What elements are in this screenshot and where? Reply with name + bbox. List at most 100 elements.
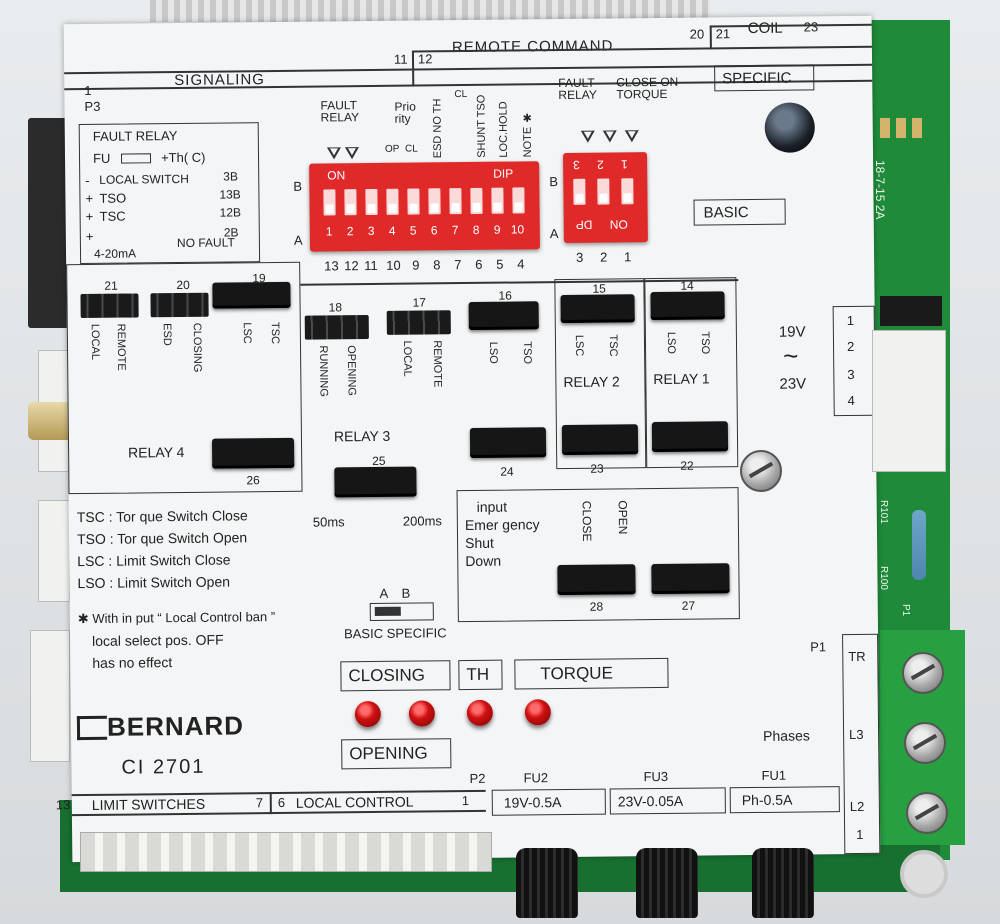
brand-logo: BERNARD bbox=[106, 710, 245, 742]
terminal-screw-2[interactable] bbox=[904, 722, 946, 764]
dip-left-switch-3[interactable] bbox=[365, 188, 378, 216]
dip-right-switch-3[interactable] bbox=[573, 178, 586, 205]
plus-2: + bbox=[85, 208, 94, 224]
dip-right-dp: DP bbox=[575, 217, 593, 232]
jumper-28[interactable] bbox=[557, 564, 636, 596]
terminal-screw-3[interactable] bbox=[906, 792, 948, 834]
fu-line: FU bbox=[92, 150, 111, 166]
dip-left-num-4: 4 bbox=[388, 223, 396, 238]
jumper-17-pins[interactable] bbox=[386, 310, 451, 335]
left-connector-2 bbox=[38, 500, 70, 602]
v19-label: 19V bbox=[778, 323, 806, 341]
label-esd-no-th: ESD NO TH bbox=[431, 98, 445, 159]
selector-switch[interactable] bbox=[369, 602, 434, 622]
jumper-15[interactable] bbox=[560, 294, 635, 324]
jumper-22[interactable] bbox=[651, 421, 729, 453]
dip-left-switch-5[interactable] bbox=[407, 188, 420, 215]
jumper-27[interactable] bbox=[651, 563, 730, 595]
jumper-28-number: 28 bbox=[589, 599, 604, 614]
jumper-19[interactable] bbox=[212, 281, 291, 309]
esd-line1: input bbox=[476, 498, 508, 515]
dip-right-bottom-3: 3 bbox=[576, 249, 584, 265]
selector-b: B bbox=[401, 585, 411, 601]
r12b: 12B bbox=[219, 205, 242, 220]
basic-label: BASIC bbox=[703, 204, 749, 222]
header-p3: P3 bbox=[84, 98, 101, 114]
jumper-24[interactable] bbox=[469, 427, 547, 458]
dip-right-switch-2[interactable] bbox=[597, 178, 610, 205]
dip-left-switch-8[interactable] bbox=[470, 187, 483, 214]
legend-note2: local select pos. OFF bbox=[91, 631, 224, 649]
header-remote-command: REMOTE COMMAND bbox=[451, 37, 614, 57]
bottom-fu1: FU1 bbox=[761, 767, 787, 783]
tilde-symbol: ~ bbox=[782, 340, 799, 371]
ma-line: 4-20mA bbox=[93, 246, 137, 261]
dip-left-dip: DIP bbox=[493, 166, 514, 181]
specific-label: SPECIFIC bbox=[722, 69, 792, 88]
dip-right-top-3: 3 bbox=[573, 157, 580, 172]
no-fault: NO FAULT bbox=[176, 235, 235, 251]
jumper-18-pins[interactable] bbox=[304, 315, 369, 340]
dip-left-switch-7[interactable] bbox=[449, 188, 462, 215]
dip-left-row-b: B bbox=[293, 178, 303, 194]
dip-left-switch-9[interactable] bbox=[491, 187, 504, 214]
jumper-25[interactable] bbox=[334, 466, 417, 498]
relay1-label: RELAY 1 bbox=[653, 370, 710, 388]
top-pin-row bbox=[150, 0, 710, 22]
terminal-2: 2 bbox=[846, 338, 855, 355]
header-coil: COIL bbox=[747, 19, 783, 38]
r3b: 3B bbox=[223, 169, 238, 184]
phases-label: Phases bbox=[763, 727, 810, 744]
th-led bbox=[466, 699, 493, 727]
phases-tr: TR bbox=[848, 648, 866, 665]
dip-switch-right[interactable]: 3 2 1 DP ON bbox=[562, 152, 648, 243]
fuse-holder-fu2[interactable] bbox=[516, 848, 578, 918]
dip-left-num-3: 3 bbox=[367, 223, 375, 239]
jumper-16[interactable] bbox=[468, 301, 539, 330]
tsc-label: TSC bbox=[268, 321, 281, 345]
tso2-label: TSO bbox=[698, 331, 712, 355]
fu2-rating: 19V-0.5A bbox=[503, 794, 562, 811]
jumper-26[interactable] bbox=[211, 437, 295, 469]
ms50-label: 50ms bbox=[312, 514, 345, 530]
jumper-21-number: 21 bbox=[104, 278, 118, 293]
esd-label: ESD bbox=[160, 323, 173, 346]
jumper-14[interactable] bbox=[650, 291, 725, 321]
esd-line2: Emer gency bbox=[464, 516, 540, 534]
jumper-15-number: 15 bbox=[592, 281, 606, 296]
dip-left-switch-2[interactable] bbox=[344, 189, 357, 216]
relay2-label: RELAY 2 bbox=[563, 373, 620, 390]
dash-1: - bbox=[85, 172, 90, 188]
fuse-holder-fu1[interactable] bbox=[752, 848, 814, 918]
bottom-fu3: FU3 bbox=[643, 768, 669, 785]
local-label: LOCAL bbox=[88, 323, 102, 361]
tso-label: TSO bbox=[520, 341, 534, 365]
legend-lso: LSO : Limit Switch Open bbox=[77, 573, 231, 592]
jumper-23[interactable] bbox=[561, 424, 639, 456]
bottom-n6: 6 bbox=[277, 794, 286, 811]
jumper-20-pins[interactable] bbox=[150, 292, 209, 318]
dip-right-switch-1[interactable] bbox=[621, 178, 634, 205]
dip-right-fault-relay: FAULT RELAY bbox=[558, 75, 597, 103]
label-fault-relay: FAULT RELAY bbox=[320, 98, 360, 125]
dip-right-row-a: A bbox=[549, 226, 559, 242]
dip-left-switch-6[interactable] bbox=[428, 188, 441, 215]
fuse-holder-fu3[interactable] bbox=[636, 848, 698, 918]
dip-left-bottom-5: 5 bbox=[496, 256, 504, 272]
dip-left-switch-4[interactable] bbox=[386, 188, 399, 215]
dip-switch-left[interactable]: ON DIP 1 2 3 4 5 6 7 8 9 10 bbox=[309, 161, 541, 252]
phases-l2: L2 bbox=[849, 798, 865, 815]
tso-line: TSO bbox=[99, 190, 127, 206]
dip-left-switch-10[interactable] bbox=[512, 187, 525, 214]
selector-knob[interactable] bbox=[374, 606, 401, 616]
jumper-21-pins[interactable] bbox=[80, 293, 139, 319]
dip-right-top-2: 2 bbox=[597, 157, 604, 172]
v23-label: 23V bbox=[779, 375, 807, 393]
closing-indicator-label: CLOSING bbox=[348, 665, 426, 686]
terminal-screw-1[interactable] bbox=[902, 652, 944, 694]
tsc-line: TSC bbox=[99, 208, 126, 224]
dip-left-switch-1[interactable] bbox=[323, 189, 336, 216]
header-n11: 11 bbox=[393, 51, 408, 67]
ms200-label: 200ms bbox=[402, 513, 442, 529]
